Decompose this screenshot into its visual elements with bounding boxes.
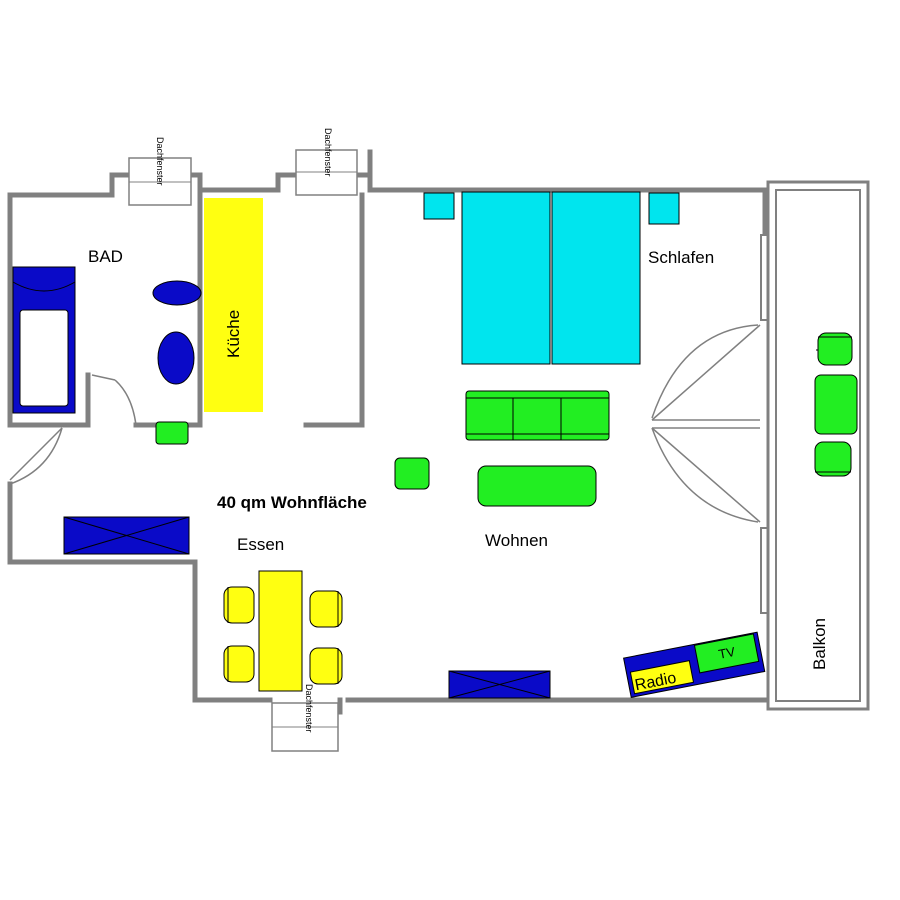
wall-left-lower: [7, 481, 273, 703]
tv: [693, 633, 760, 674]
doors: [9, 324, 761, 523]
bathtub: [12, 266, 76, 414]
skylight-bad: Dachfenster: [128, 137, 192, 206]
bed-left: [461, 191, 551, 365]
tv-label: TV: [717, 644, 736, 662]
skylight-essen-label: Dachfenster: [304, 684, 314, 733]
toilet: [157, 331, 195, 385]
balkon-inner: [775, 189, 861, 702]
room-label-balkon: Balkon: [810, 618, 829, 670]
skylight-flur-label: Dachfenster: [323, 128, 333, 177]
chair-left-bottom: [223, 645, 255, 683]
skylight-essen: Dachfenster: [271, 684, 339, 752]
room-label-kueche: Küche: [224, 310, 243, 358]
wall-bottom: [337, 697, 771, 715]
room-label-essen: Essen: [237, 535, 284, 554]
wall-bad-top-right: [187, 172, 299, 193]
door-bad: [91, 374, 116, 381]
room-label-schlafen: Schlafen: [648, 248, 714, 267]
chair-right-bottom: [309, 647, 343, 685]
walls: [7, 149, 771, 715]
door-bad-swing: [114, 379, 137, 426]
door-balkon-upper-leaf: [651, 324, 761, 421]
cabinet-left: [63, 516, 190, 555]
wall-flur-top: [354, 149, 763, 193]
door-balkon-swing-lower: [651, 427, 759, 523]
area-label: 40 qm Wohnfläche: [217, 493, 367, 512]
wall-bad-top: [7, 172, 133, 198]
door-entrance: [9, 427, 63, 481]
bad-stool: [155, 421, 189, 445]
radio: [629, 660, 695, 695]
nightstand-right: [648, 192, 680, 225]
chair-right-top: [309, 590, 343, 628]
skylight-flur: Dachfenster: [295, 128, 358, 196]
door-balkon-lower-leaf: [651, 427, 761, 523]
dining-chairs: [223, 586, 343, 685]
door-balkon-swing-upper: [651, 324, 759, 419]
sink: [152, 280, 202, 306]
balkon-table: [814, 374, 858, 435]
skylight-bad-label: Dachfenster: [155, 137, 165, 186]
living-stool: [394, 457, 430, 490]
room-label-bad: BAD: [88, 247, 123, 266]
coffee-table: [477, 465, 597, 507]
bedroom-furniture: [423, 191, 680, 365]
tv-radio-unit: Radio TV: [623, 631, 766, 698]
balkon-chair-top: [816, 332, 853, 366]
dining-table: [258, 570, 303, 692]
cabinet-bottom: [448, 670, 551, 699]
bed-right: [551, 191, 641, 365]
nightstand-left: [423, 192, 455, 220]
chair-left-top: [223, 586, 255, 624]
room-label-wohnen: Wohnen: [485, 531, 548, 550]
balkon-chair-bottom: [814, 441, 852, 477]
sofa: [465, 390, 610, 441]
kitchen-counter: [204, 198, 263, 412]
door-entrance-swing: [9, 427, 63, 485]
